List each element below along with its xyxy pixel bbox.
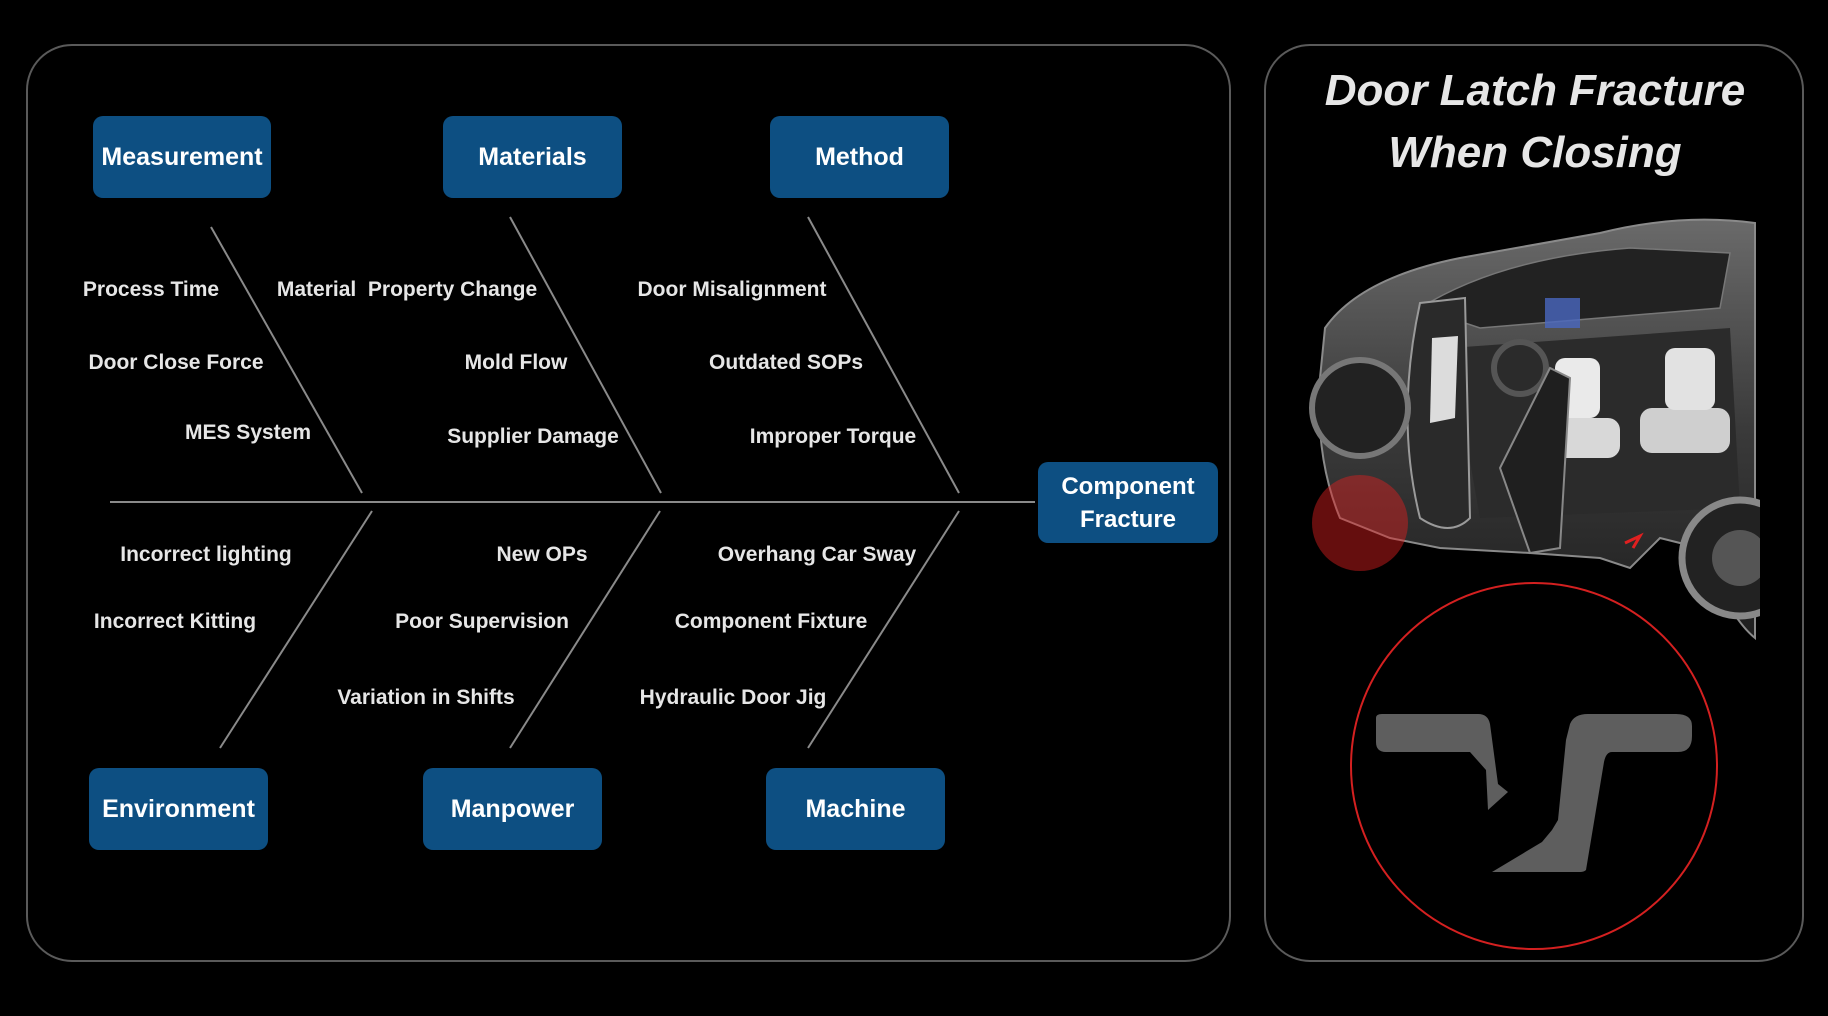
category-environment: Environment bbox=[89, 768, 268, 850]
fishbone-panel bbox=[26, 44, 1231, 962]
cause-incorrect-lighting: Incorrect lighting bbox=[120, 543, 292, 566]
bone-manpower bbox=[509, 510, 661, 749]
cause-outdated-sops: Outdated SOPs bbox=[708, 351, 864, 374]
effect-label-line1: Component bbox=[1061, 472, 1195, 500]
cause-door-misalignment: Door Misalignment bbox=[637, 278, 827, 301]
category-measurement: Measurement bbox=[93, 116, 271, 198]
cause-mold-flow: Mold Flow bbox=[464, 351, 568, 374]
bone-measurement bbox=[210, 226, 363, 494]
category-machine: Machine bbox=[766, 768, 945, 850]
cause-material-property-change: Material Property Change bbox=[276, 278, 538, 301]
cause-process-time: Process Time bbox=[82, 278, 220, 301]
cause-mes-system: MES System bbox=[184, 421, 312, 444]
category-method: Method bbox=[770, 116, 949, 198]
cause-door-close-force: Door Close Force bbox=[88, 351, 264, 374]
bone-machine bbox=[807, 510, 960, 749]
category-materials: Materials bbox=[443, 116, 622, 198]
latch-zoom-inset bbox=[1350, 582, 1718, 950]
cause-hydraulic-door-jig: Hydraulic Door Jig bbox=[639, 686, 827, 709]
bone-environment bbox=[219, 510, 373, 749]
effect-box: Component Fracture bbox=[1038, 462, 1218, 543]
cause-component-fixture: Component Fixture bbox=[674, 610, 868, 633]
cause-overhang-car-sway: Overhang Car Sway bbox=[717, 543, 917, 566]
effect-label-line2: Fracture bbox=[1079, 505, 1177, 533]
cause-new-ops: New OPs bbox=[496, 543, 588, 566]
broken-latch-left bbox=[1376, 714, 1508, 810]
illustration-title: Door Latch Fracture When Closing bbox=[1290, 60, 1780, 184]
cause-improper-torque: Improper Torque bbox=[749, 425, 917, 448]
title-line1: Door Latch Fracture bbox=[1324, 66, 1746, 115]
cause-poor-supervision: Poor Supervision bbox=[395, 610, 569, 633]
bone-method bbox=[807, 216, 960, 494]
broken-latch-right bbox=[1492, 714, 1692, 872]
cause-incorrect-kitting: Incorrect Kitting bbox=[93, 610, 257, 633]
bone-materials bbox=[509, 216, 662, 494]
category-manpower: Manpower bbox=[423, 768, 602, 850]
title-line2: When Closing bbox=[1388, 128, 1682, 177]
cause-supplier-damage: Supplier Damage bbox=[447, 425, 619, 448]
car-image bbox=[1309, 218, 1760, 641]
illustration-panel bbox=[1264, 44, 1804, 962]
cause-variation-in-shifts: Variation in Shifts bbox=[337, 686, 515, 709]
